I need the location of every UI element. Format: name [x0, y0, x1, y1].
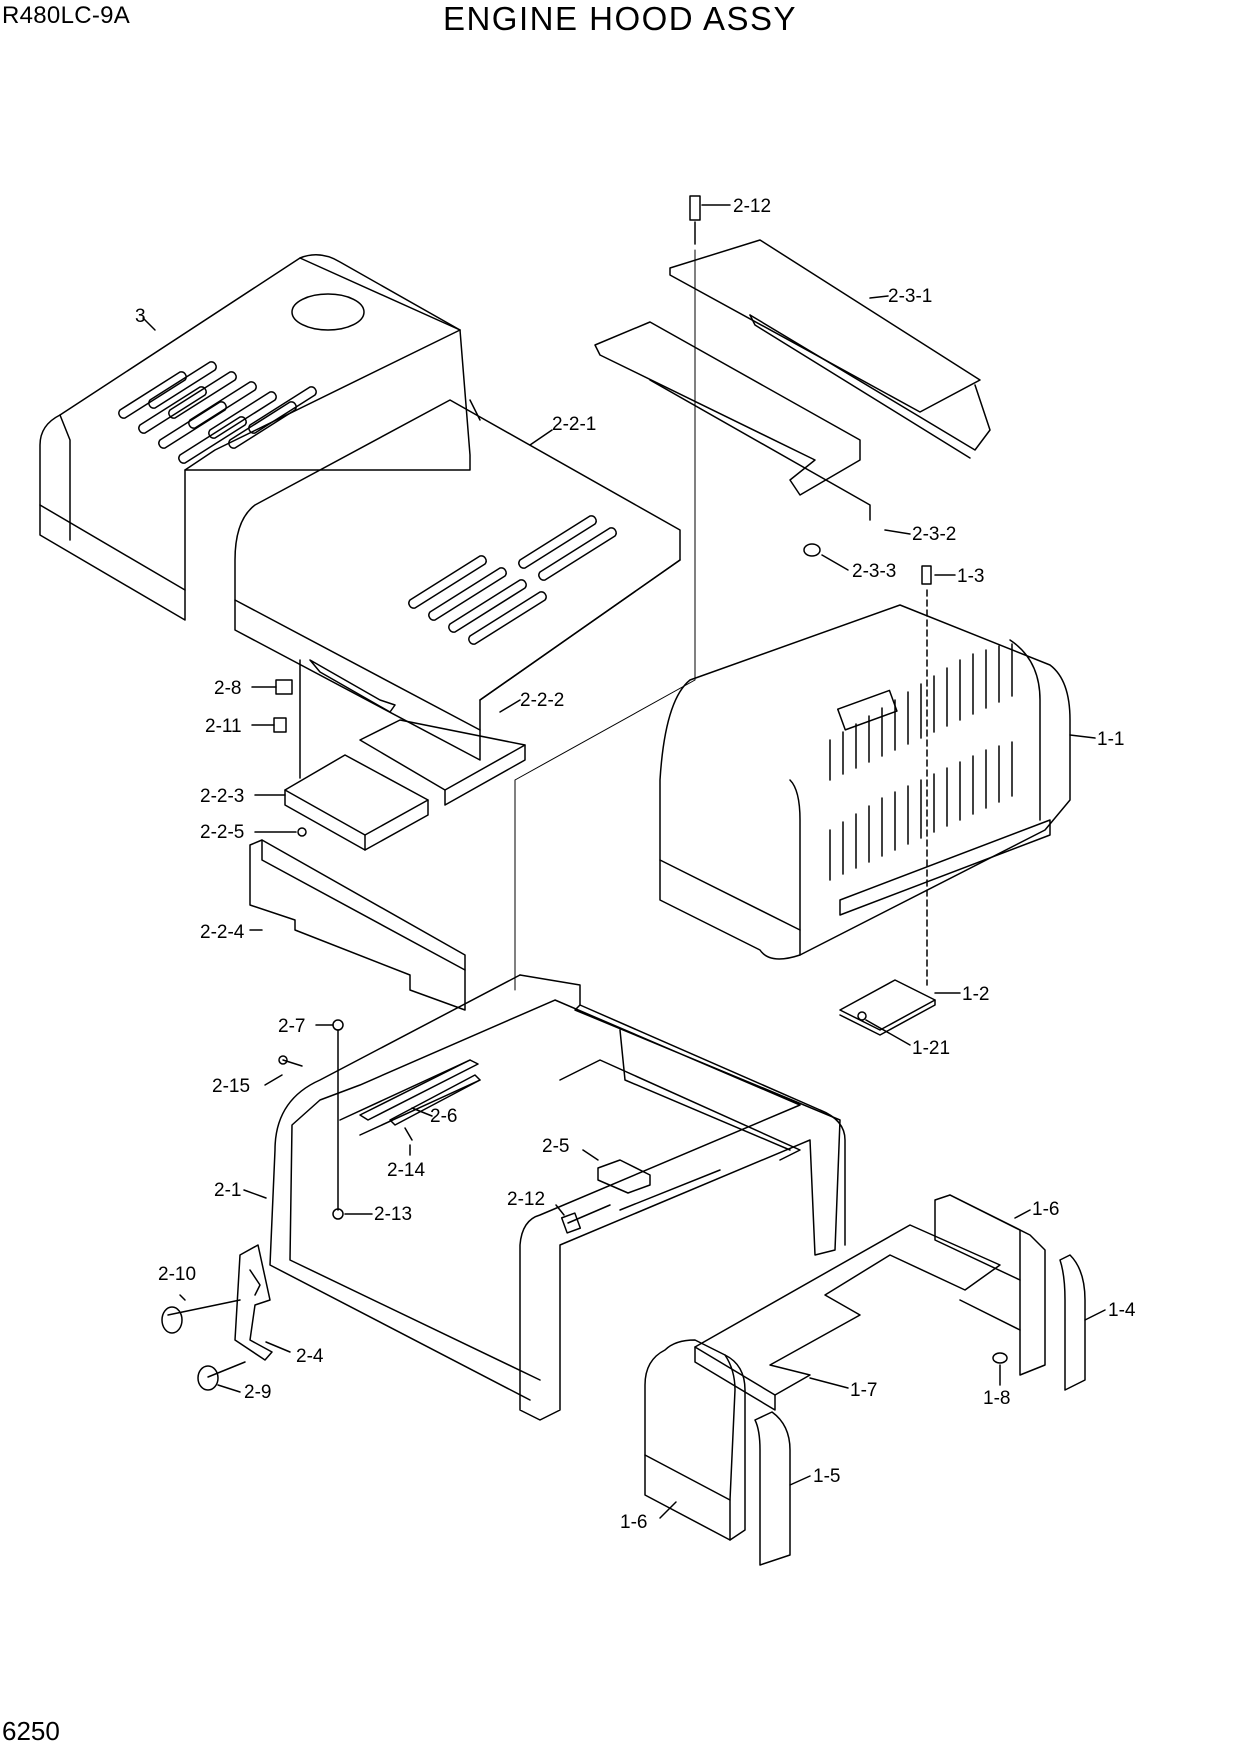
- callout-1-6-bottom: 1-6: [620, 1512, 647, 1533]
- callout-2-5: 2-5: [542, 1136, 569, 1157]
- part-2-12-mid-bolt: 2-12: [507, 1189, 611, 1234]
- callout-2-4: 2-4: [296, 1346, 324, 1367]
- callout-2-2-1: 2-2-1: [552, 414, 596, 435]
- callout-1-4: 1-4: [1108, 1300, 1136, 1321]
- part-2-10-bolt: 2-10: [158, 1264, 241, 1334]
- callout-2-10: 2-10: [158, 1264, 196, 1285]
- callout-2-12-mid: 2-12: [507, 1189, 545, 1210]
- part-2-4-latch: 2-4: [234, 1244, 324, 1367]
- callout-2-3-1: 2-3-1: [888, 286, 932, 307]
- part-2-9-bolt: 2-9: [197, 1361, 271, 1403]
- callout-2-2-4: 2-2-4: [200, 922, 245, 943]
- part-2-5-bracket: 2-5: [542, 1136, 651, 1194]
- part-2-2-4-panel: 2-2-4: [200, 839, 466, 1011]
- callout-2-9: 2-9: [244, 1382, 271, 1403]
- page-title: ENGINE HOOD ASSY: [442, 0, 798, 37]
- callout-3: 3: [135, 306, 146, 327]
- callout-2-1: 2-1: [214, 1180, 241, 1201]
- callout-2-6: 2-6: [430, 1106, 457, 1127]
- part-1-6-bottom-panel: 1-6: [620, 1339, 746, 1541]
- callout-2-2-5: 2-2-5: [200, 822, 244, 843]
- part-2-2-1-center-hood: 2-2-1: [234, 399, 681, 761]
- part-1-6-top-panel: 1-6: [934, 1194, 1059, 1376]
- part-1-8-cap: 1-8: [983, 1352, 1010, 1409]
- callout-1-3: 1-3: [957, 566, 984, 587]
- part-1-5-strip: 1-5: [754, 1411, 840, 1566]
- callout-1-7: 1-7: [850, 1380, 877, 1401]
- callout-1-1: 1-1: [1097, 729, 1124, 750]
- part-2-7-pin: 2-7 2-13: [278, 1016, 412, 1225]
- part-2-6-rail: 2-6: [359, 1059, 481, 1127]
- callout-1-6-top: 1-6: [1032, 1199, 1059, 1220]
- callout-2-2-3: 2-2-3: [200, 786, 244, 807]
- callout-1-21: 1-21: [912, 1038, 950, 1059]
- part-2-3-3-cap: 2-3-3: [803, 543, 896, 582]
- part-1-1-side-hood: 1-1: [659, 604, 1124, 960]
- callout-1-5: 1-5: [813, 1466, 840, 1487]
- callout-2-3-3: 2-3-3: [852, 561, 896, 582]
- callout-2-14: 2-14: [387, 1160, 425, 1181]
- page-number: 6250: [2, 1716, 60, 1746]
- part-2-3-1-top-cover: 2-3-1: [669, 239, 991, 459]
- part-3-hood-cover: 3: [39, 254, 471, 621]
- callout-2-12-top: 2-12: [733, 196, 771, 217]
- part-2-3-2-bracket: 2-3-2: [594, 321, 956, 545]
- callout-2-8: 2-8: [214, 678, 241, 699]
- callout-1-8: 1-8: [983, 1388, 1010, 1409]
- callout-2-11: 2-11: [205, 716, 242, 737]
- part-2-15-pin: 2-15: [212, 1055, 303, 1097]
- callout-2-2-2: 2-2-2: [520, 690, 564, 711]
- part-2-14-clip: 2-14: [387, 1127, 425, 1181]
- part-2-2-2-plate: 2-2-2: [359, 690, 564, 806]
- part-1-7-plate: 1-7: [694, 1224, 1001, 1411]
- part-2-12-top-bolt: 2-12: [689, 195, 771, 245]
- callout-2-3-2: 2-3-2: [912, 524, 956, 545]
- part-1-3-bolt: 1-3: [921, 565, 984, 986]
- callout-2-7: 2-7: [278, 1016, 305, 1037]
- part-1-2-plate: 1-2 1-21: [839, 979, 989, 1059]
- callout-2-15: 2-15: [212, 1076, 250, 1097]
- part-2-8-handle: 2-8 2-11: [205, 659, 396, 737]
- part-1-4-strip: 1-4: [1059, 1254, 1136, 1391]
- part-2-2-3-plate: 2-2-3 2-2-5: [200, 659, 429, 851]
- callout-1-2: 1-2: [962, 984, 989, 1005]
- callout-2-13: 2-13: [374, 1204, 412, 1225]
- model-number: R480LC-9A: [2, 2, 131, 29]
